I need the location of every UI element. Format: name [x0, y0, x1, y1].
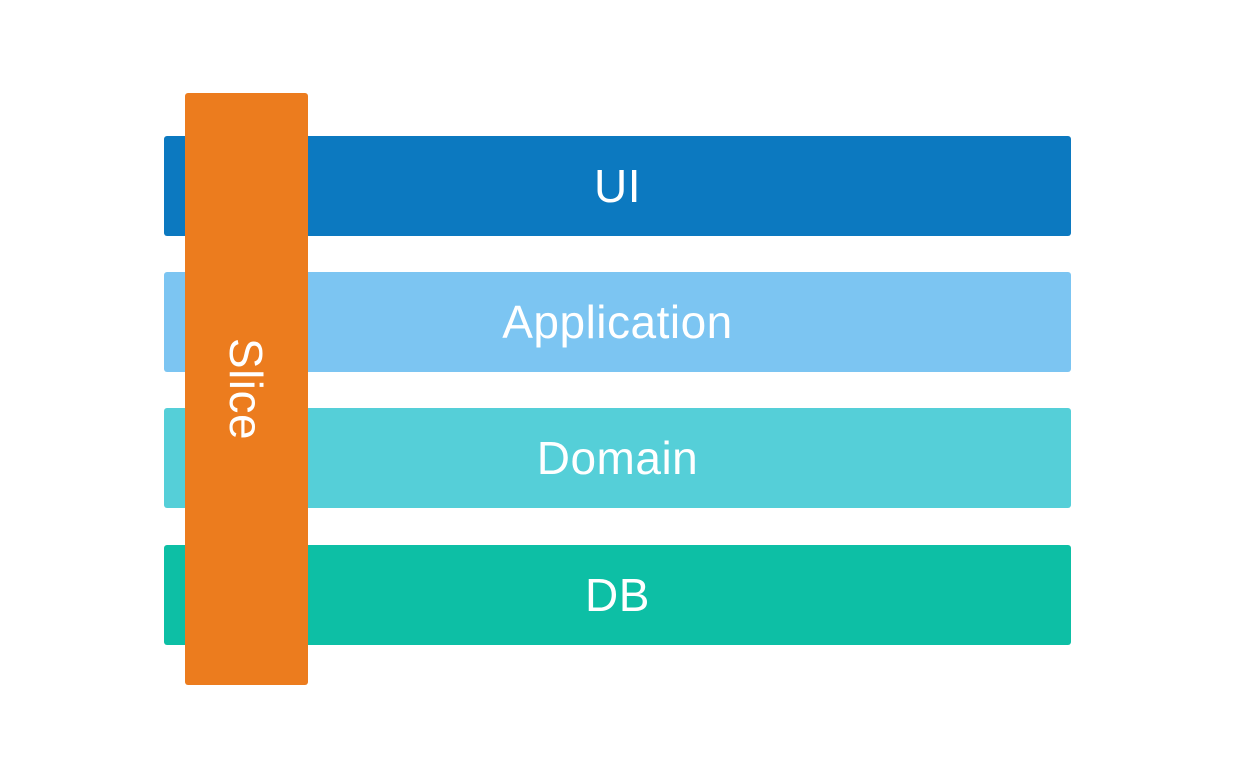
- layer-label-application: Application: [502, 296, 733, 348]
- layer-label-domain: Domain: [536, 432, 699, 484]
- layer-label-db: DB: [585, 569, 650, 621]
- layer-label-ui: UI: [594, 160, 641, 212]
- slice-label: Slice: [220, 337, 273, 441]
- layer-bar-domain[interactable]: Domain: [164, 408, 1071, 508]
- layer-bar-ui[interactable]: UI: [164, 136, 1071, 236]
- layer-bar-application[interactable]: Application: [164, 272, 1071, 372]
- layer-bar-db[interactable]: DB: [164, 545, 1071, 645]
- slice-bar[interactable]: Slice: [185, 93, 308, 685]
